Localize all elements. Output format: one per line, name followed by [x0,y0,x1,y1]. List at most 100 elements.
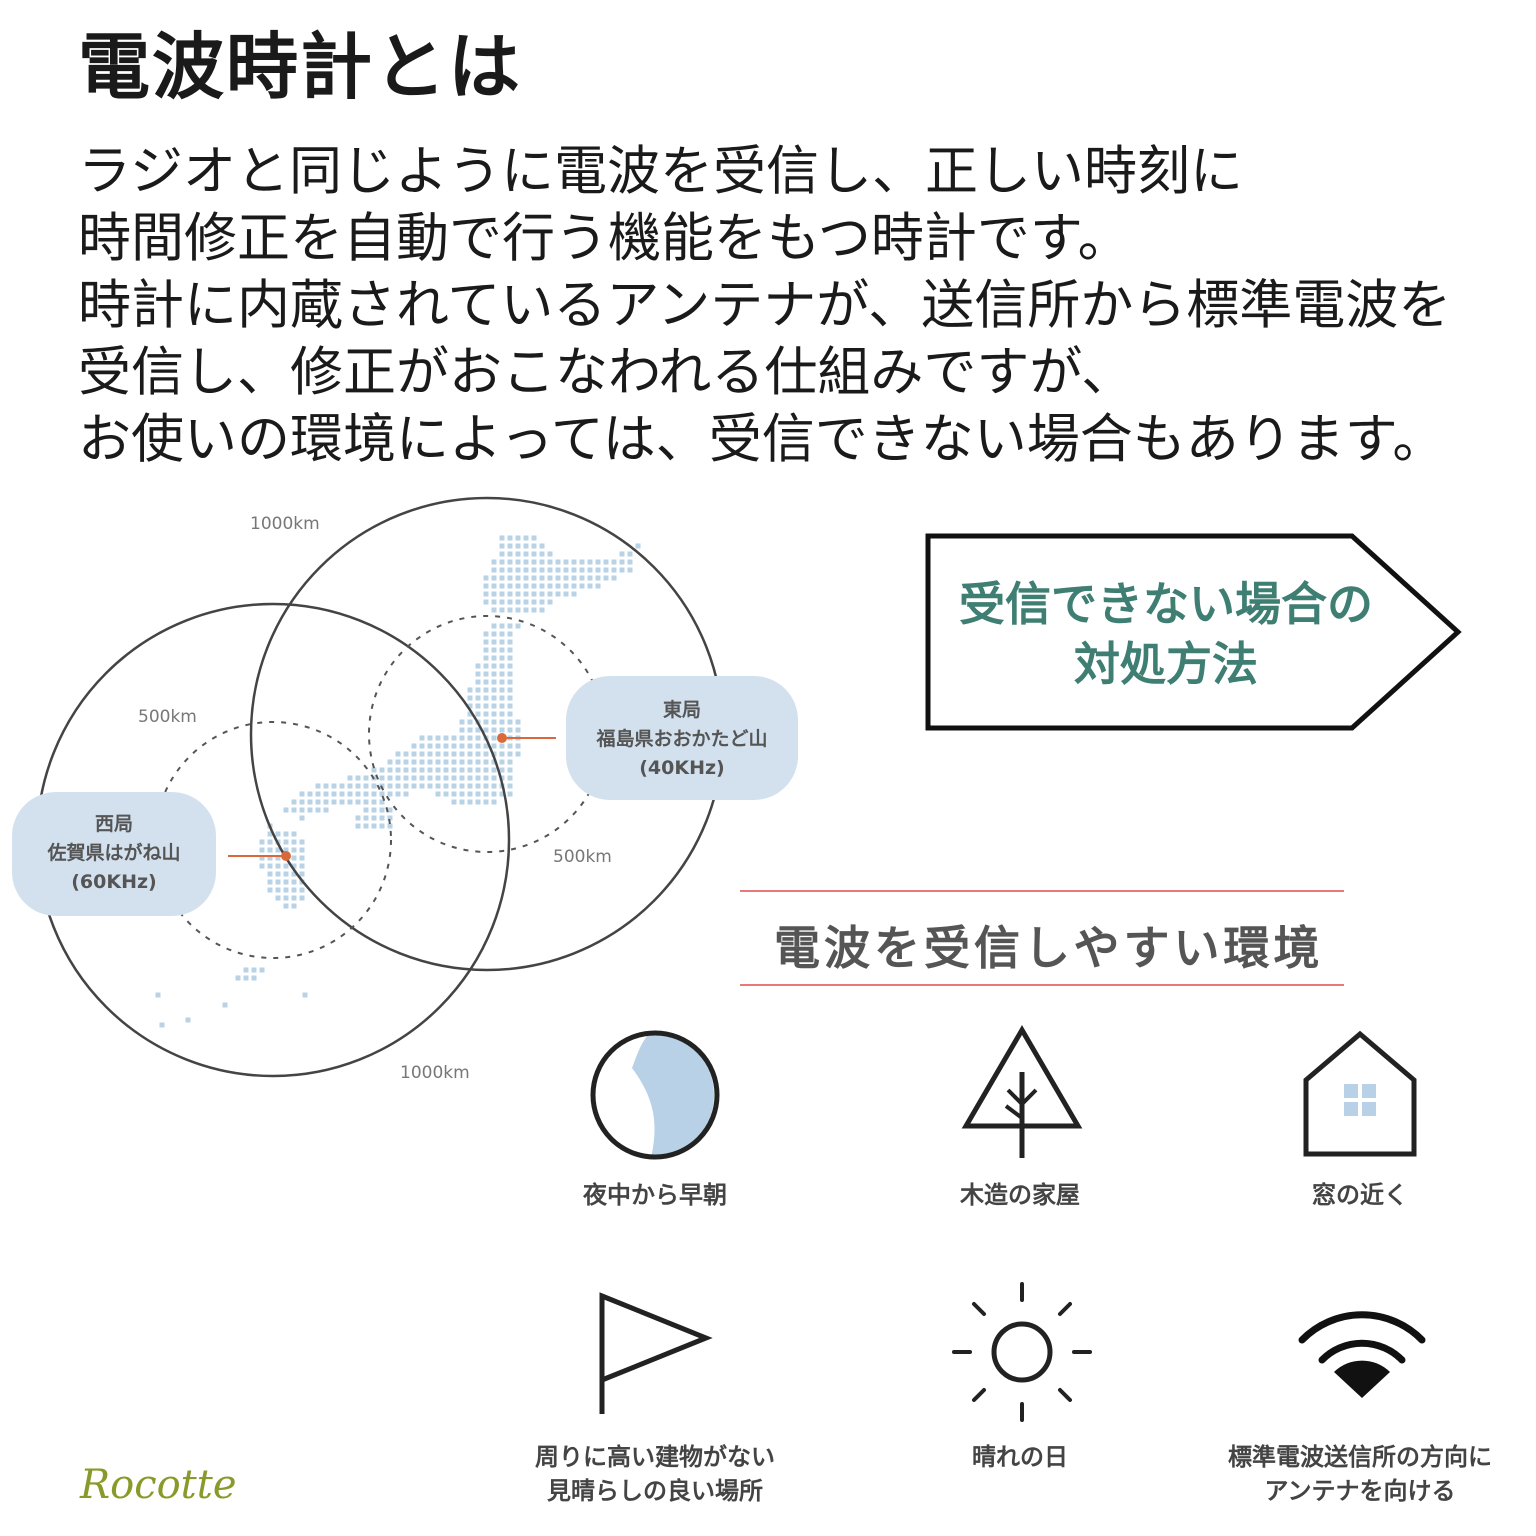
map-dot [275,847,281,853]
map-dot [491,607,497,613]
map-dot [483,647,489,653]
map-dot [267,863,273,869]
map-dot [259,967,265,973]
map-dot [379,775,385,781]
map-dot [483,751,489,757]
map-dot [291,863,297,869]
map-dot [499,631,505,637]
map-dot [435,767,441,773]
intro-line: 受信し、修正がおこなわれる仕組みですが、 [78,342,1135,403]
flag-icon [599,1292,713,1414]
map-dot [403,759,409,765]
icon-label-line: 周りに高い建物がない [535,1443,775,1471]
map-dot [483,791,489,797]
map-dot [483,759,489,765]
map-dot [387,783,393,789]
map-dot [363,823,369,829]
map-dot [291,799,297,805]
house-icon [1303,1030,1417,1157]
map-dot [499,607,505,613]
map-dot [499,543,505,549]
map-dot [507,591,513,597]
west-station-bubble [12,792,216,916]
map-dot [491,663,497,669]
map-dot [587,567,593,573]
map-dot [531,607,537,613]
map-dot [499,671,505,677]
map-dot [611,559,617,565]
map-dot [427,743,433,749]
map-dot [499,591,505,597]
map-dot [499,759,505,765]
map-dot [222,1002,228,1008]
map-dot [507,751,513,757]
intro-paragraph: ラジオと同じように電波を受信し、正しい時刻に 時間修正を自動で行う機能をもつ時計… [78,138,1451,473]
map-dot [483,575,489,581]
map-dot [627,567,633,573]
map-dot [491,767,497,773]
map-dot [507,575,513,581]
map-dot [483,799,489,805]
map-dot [302,992,308,998]
map-dot [387,767,393,773]
map-dot [243,975,249,981]
map-dot [523,575,529,581]
map-dot [371,823,377,829]
map-dot [627,551,633,557]
map-dot [515,607,521,613]
page-title: 電波時計とは [78,25,523,109]
map-dot [507,599,513,605]
map-dot [523,583,529,589]
map-dot [627,559,633,565]
map-dot [443,751,449,757]
map-dot [427,775,433,781]
map-dot [515,567,521,573]
map-dot [443,735,449,741]
map-dot [619,559,625,565]
map-dot [451,799,457,805]
map-dot [523,567,529,573]
map-dot [395,791,401,797]
countermeasure-callout[interactable]: 受信できない場合の 対処方法 [920,528,1470,738]
map-dot [299,799,305,805]
map-dot [387,815,393,821]
east-station-bubble [566,676,798,800]
map-dot [499,535,505,541]
map-dot [467,735,473,741]
map-dot [563,567,569,573]
map-dot [395,751,401,757]
map-dot [251,975,257,981]
map-dot [507,663,513,669]
map-dot [459,759,465,765]
map-dot [451,735,457,741]
map-dot [491,567,497,573]
map-dot [451,791,457,797]
map-dot [435,759,441,765]
map-dot [523,607,529,613]
map-dot [499,711,505,717]
map-dot [579,567,585,573]
map-dot [267,855,273,861]
map-dot [267,887,273,893]
map-dot [419,751,425,757]
map-dot [499,767,505,773]
map-dot [491,655,497,661]
west-range-circle-500km [154,721,392,959]
map-dot [547,575,553,581]
map-dot [539,567,545,573]
map-dot [595,583,601,589]
map-dot [435,735,441,741]
map-dot [499,743,505,749]
map-dot [531,535,537,541]
map-dot [475,711,481,717]
callout-text-line1: 受信できない場合の [959,577,1373,631]
map-dot [499,655,505,661]
map-dot [603,559,609,565]
icon-label: 夜中から早朝 [583,1181,727,1209]
map-dot [491,711,497,717]
map-dot [427,783,433,789]
map-dot [499,663,505,669]
map-dot [275,879,281,885]
map-dot [307,791,313,797]
map-dot [507,655,513,661]
